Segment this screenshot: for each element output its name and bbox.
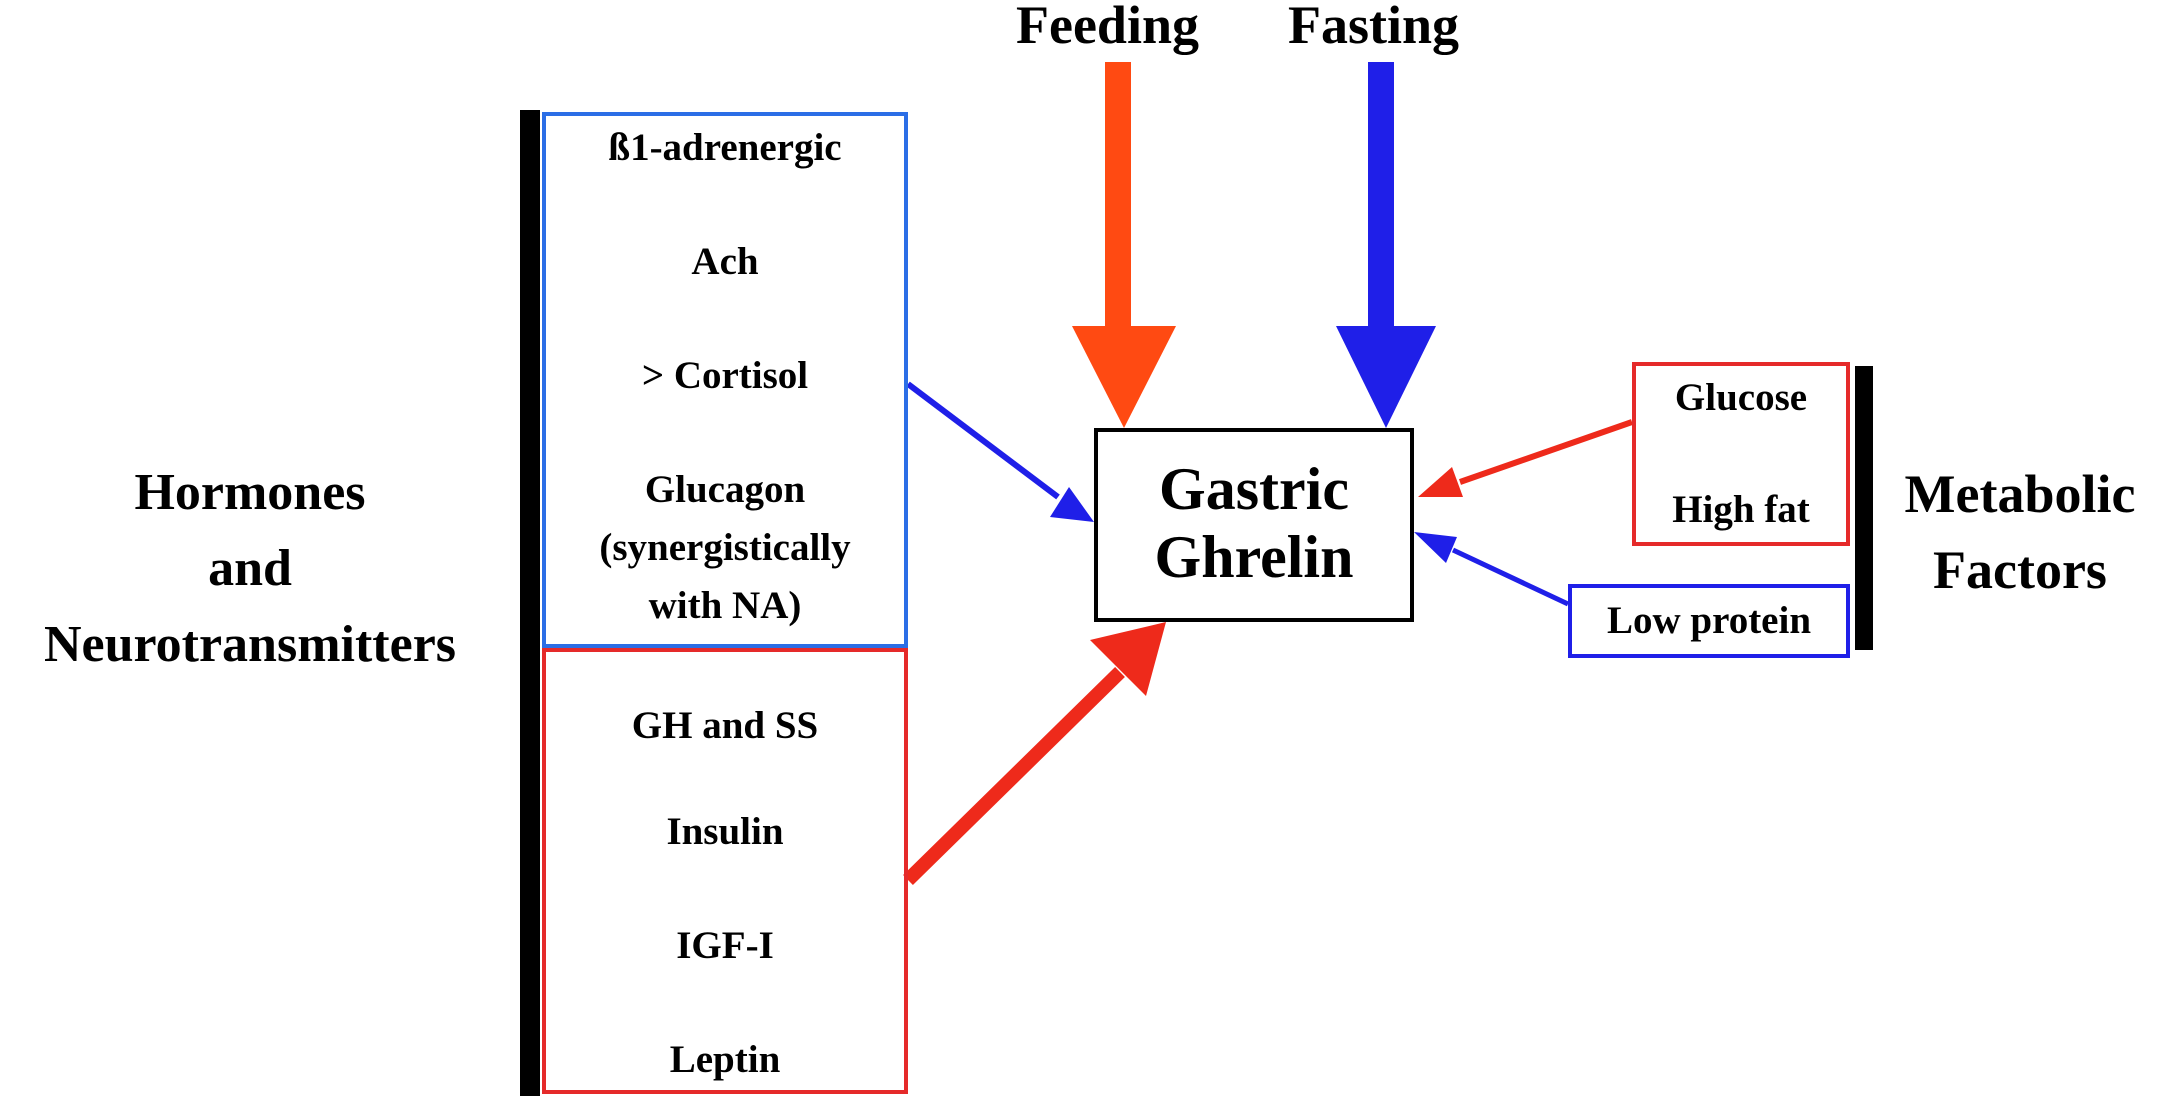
blue-box-arrow-head [1050,487,1094,522]
cortisol-item: > Cortisol [641,354,809,397]
feeding-arrow [1072,62,1176,428]
metabolic-red-arrow-line [1459,419,1633,485]
red-box-arrow-line [903,667,1125,885]
igf-i-item: IGF-I [676,924,774,967]
feeding-label: Feeding [1016,0,1199,55]
metabolic-blue-to-ghrelin-arrow [1414,532,1570,607]
metabolic-blue-arrow-line [1451,547,1570,607]
gh-and-ss-item: GH and SS [631,704,819,747]
metabolic-red-to-ghrelin-arrow [1418,419,1633,497]
synergistically-item: (synergistically [599,526,851,569]
feeding-arrow-shaft [1105,62,1131,330]
gastric-ghrelin-box: Gastric Ghrelin [1094,428,1414,622]
left-group-bracket [520,110,540,1096]
leptin-item: Leptin [669,1038,781,1081]
metabolic-blue-arrow-head [1414,532,1457,563]
blue-box-to-ghrelin-arrow [906,381,1094,522]
glucagon-item: Glucagon [644,468,806,511]
hormones-title-line3: Neurotransmitters [43,616,457,673]
hormones-blue-box: ß1-adrenergic Ach > Cortisol Glucagon (s… [542,112,908,648]
metabolic-title-line2: Factors [1933,540,2107,600]
metabolic-title: Metabolic Factors [1880,456,2160,608]
metabolic-title-line1: Metabolic [1904,464,2136,524]
fasting-arrow [1336,62,1436,428]
fasting-arrow-shaft [1368,62,1394,330]
hormones-title: Hormones and Neurotransmitters [0,455,500,683]
fasting-arrow-head [1336,326,1436,428]
high-fat-item: High fat [1672,488,1810,531]
right-group-bracket [1855,366,1873,650]
metabolic-red-box: Glucose High fat [1632,362,1850,546]
hormones-title-line1: Hormones [134,464,366,521]
beta1-adrenergic-item: ß1-adrenergic [608,126,842,169]
hormones-title-line2: and [208,540,292,597]
glucose-item: Glucose [1674,376,1808,419]
with-na-item: with NA) [648,584,802,627]
insulin-item: Insulin [666,810,784,853]
hormones-red-box: GH and SS Insulin IGF-I Leptin [542,648,908,1094]
red-box-to-ghrelin-arrow [903,622,1166,885]
red-box-arrow-head [1090,622,1166,696]
metabolic-red-arrow-head [1418,467,1463,497]
feeding-arrow-head [1072,326,1176,428]
ghrelin-label: Ghrelin [1154,524,1354,590]
fasting-label: Fasting [1288,0,1460,55]
ach-item: Ach [691,240,759,283]
low-protein-item: Low protein [1606,599,1812,642]
gastric-label: Gastric [1159,456,1349,522]
blue-box-arrow-line [906,381,1060,500]
metabolic-blue-box: Low protein [1568,584,1850,658]
